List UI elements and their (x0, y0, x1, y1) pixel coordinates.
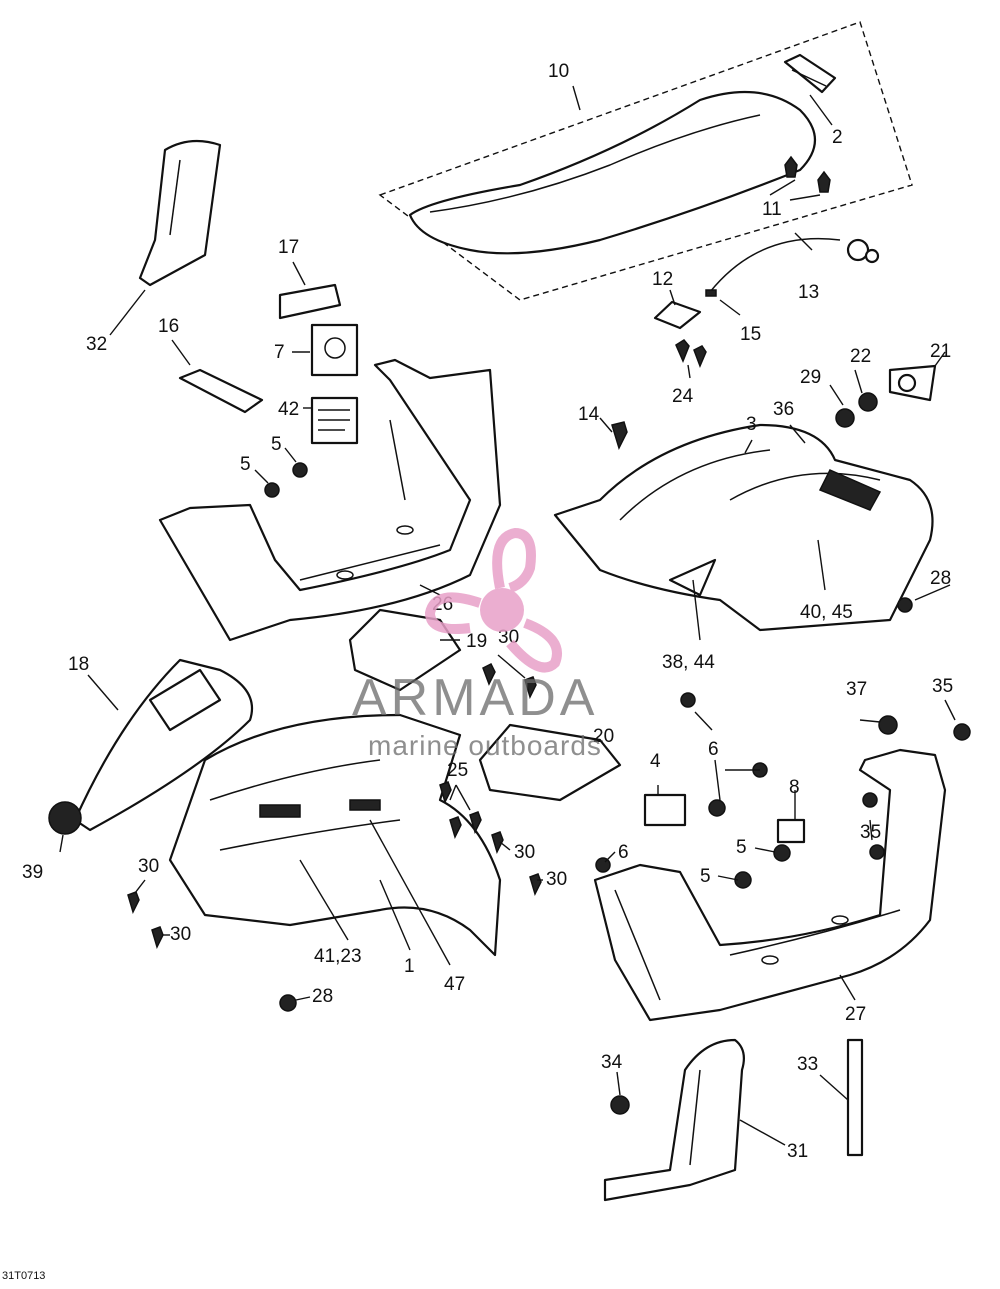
rear-light-parts (835, 364, 937, 428)
front-guard-part (73, 658, 254, 832)
callout-16: 16 (158, 316, 179, 337)
callout-22: 22 (850, 346, 871, 367)
callout-6-lower: 6 (618, 842, 629, 863)
callout-42: 42 (278, 399, 299, 420)
callout-30-mid-lower: 30 (546, 869, 567, 890)
strip-part (846, 1038, 864, 1157)
callout-30-left-upper: 30 (138, 856, 159, 877)
callout-41-23: 41,23 (314, 946, 362, 967)
propeller-logo-icon (424, 528, 562, 673)
callout-27: 27 (845, 1004, 866, 1025)
callout-35-mid: 35 (860, 822, 881, 843)
callout-30-left-lower: 30 (170, 924, 191, 945)
bracket-part (653, 300, 702, 330)
callout-2: 2 (832, 127, 843, 148)
callout-5-upper-left: 5 (240, 454, 251, 475)
logo-hub (480, 588, 524, 632)
watermark-tagline: marine outboards (368, 730, 602, 761)
logo-blade-left (424, 592, 482, 634)
cap-part (48, 801, 82, 835)
screw-parts-5-upper (264, 462, 308, 498)
callout-18: 18 (68, 654, 89, 675)
callout-13: 13 (798, 282, 819, 303)
screw-part-34 (610, 1095, 630, 1115)
callout-5-upper-right: 5 (271, 434, 282, 455)
callout-40-45: 40, 45 (800, 602, 853, 623)
label-plates (643, 793, 806, 844)
callout-34: 34 (601, 1052, 623, 1073)
callout-38-44: 38, 44 (662, 652, 715, 673)
callout-37: 37 (846, 679, 867, 700)
callout-3: 3 (746, 414, 757, 435)
strap-part (178, 368, 264, 414)
rear-fender-part (553, 423, 934, 632)
callout-11: 11 (762, 199, 782, 220)
decal-parts (278, 283, 359, 445)
callout-31: 31 (787, 1141, 808, 1162)
screw-part-14 (611, 421, 628, 451)
callout-10: 10 (548, 61, 569, 82)
callout-28-left: 28 (312, 986, 333, 1007)
leader-lines (59, 85, 956, 1146)
callout-29: 29 (800, 367, 821, 388)
cable-part (705, 237, 880, 297)
logo-blade-top (492, 528, 536, 593)
guard-part-31 (603, 1038, 745, 1202)
callout-24: 24 (672, 386, 694, 407)
callout-4: 4 (650, 751, 661, 772)
callout-21: 21 (930, 341, 951, 362)
pin-parts (784, 155, 831, 193)
callout-30-mid-upper: 30 (514, 842, 535, 863)
screw-part-28-right (897, 597, 913, 613)
front-fender-part (168, 713, 502, 957)
callout-labels: 10 2 11 13 12 15 24 17 32 16 7 42 5 5 14… (22, 61, 953, 1162)
screw-parts-lower-right (595, 692, 971, 889)
callout-39: 39 (22, 862, 43, 883)
screw-parts-30 (127, 662, 542, 950)
trim-parts (348, 608, 622, 802)
screw-parts-24 (675, 339, 707, 369)
callout-36: 36 (773, 399, 794, 420)
callout-5-lower-left: 5 (700, 866, 711, 887)
callout-17: 17 (278, 237, 299, 258)
callout-25: 25 (447, 760, 468, 781)
drawing-code: 31T0713 (2, 1270, 46, 1282)
watermark-brand: ARMADA (352, 669, 599, 727)
footrest-part-27 (593, 748, 947, 1022)
callout-5-lower-mid: 5 (736, 837, 747, 858)
callout-35-top: 35 (932, 676, 953, 697)
logo-blade-right (506, 618, 562, 673)
callout-28-right: 28 (930, 568, 951, 589)
callout-14: 14 (578, 404, 600, 425)
callout-8: 8 (789, 777, 800, 798)
callout-19: 19 (466, 631, 487, 652)
callout-20: 20 (593, 726, 614, 747)
seat-part (378, 21, 913, 301)
callout-47: 47 (444, 974, 465, 995)
callout-32: 32 (86, 334, 107, 355)
callout-6-upper: 6 (708, 739, 719, 760)
callout-15: 15 (740, 324, 761, 345)
callout-7: 7 (274, 342, 285, 363)
screw-part-28-left (279, 994, 297, 1012)
guard-part-32 (138, 139, 222, 287)
latch-part (783, 53, 837, 94)
callout-12: 12 (652, 269, 673, 290)
callout-33: 33 (797, 1054, 818, 1075)
footrest-part-26 (158, 358, 502, 642)
callout-1: 1 (404, 956, 415, 977)
